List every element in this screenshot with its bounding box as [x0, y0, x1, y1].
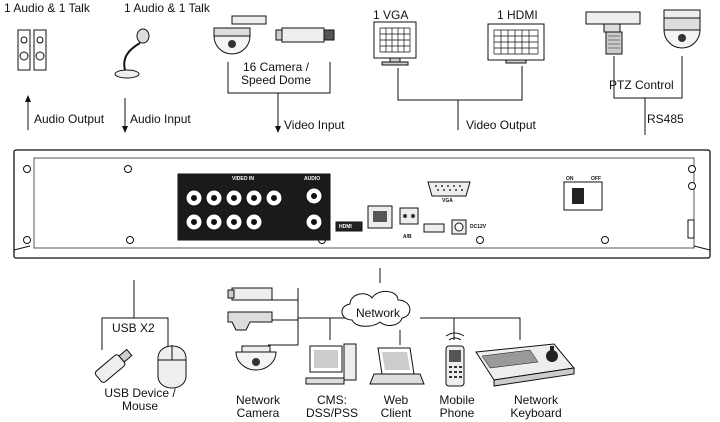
audio-input-label: Audio Input — [130, 112, 191, 126]
ptz-dome-icon — [663, 9, 701, 49]
network-keyboard-label-line1: Network — [513, 393, 559, 407]
audio-rca-pin — [311, 219, 317, 225]
rs485-label: RS485 — [647, 112, 684, 126]
bnc-pin — [211, 219, 217, 225]
vga-label: 1 VGA — [373, 8, 409, 22]
audio-talk-left-label: 1 Audio & 1 Talk — [4, 1, 90, 15]
panel-dc-label: DC12V — [470, 224, 487, 230]
network-camera-label-line1: Network — [235, 393, 281, 407]
speed-dome-camera-icon — [213, 15, 267, 55]
cms-label-line2: DSS/PSS — [305, 406, 359, 420]
bnc-pin — [251, 219, 257, 225]
usb-device-label-line1: USB Device / — [104, 386, 176, 400]
audio-talk-right-label: 1 Audio & 1 Talk — [124, 1, 210, 15]
bnc-pin — [231, 219, 237, 225]
speakers-icon — [17, 29, 47, 71]
mobile-phone-icon — [445, 332, 465, 387]
mouse-icon — [157, 345, 187, 389]
usb-label: USB X2 — [112, 321, 155, 335]
network-keyboard-icon — [475, 343, 575, 387]
panel-audio-label: AUDIO — [304, 176, 321, 182]
microphone-icon — [114, 28, 150, 79]
cms-computer-icon — [305, 343, 357, 385]
bnc-pin — [191, 195, 197, 201]
panel-video-in-label: VIDEO IN — [232, 176, 254, 182]
network-camera-icon — [227, 287, 277, 371]
bnc-pin — [191, 219, 197, 225]
bnc-connectors — [185, 187, 323, 231]
box-camera-icon — [275, 27, 335, 43]
laptop-icon — [369, 347, 425, 385]
dvr-rear-panel — [13, 149, 711, 259]
ptz-camera-icon — [585, 11, 641, 55]
hdmi-monitor-icon — [487, 23, 545, 64]
bnc-pin — [211, 195, 217, 201]
ptz-control-label: PTZ Control — [609, 78, 674, 92]
cms-label-line1: CMS: — [317, 393, 347, 407]
panel-vga-label: VGA — [442, 198, 453, 204]
network-keyboard-label-line2: Keyboard — [510, 406, 562, 420]
audio-output-label: Audio Output — [34, 112, 105, 126]
network-cloud-icon — [341, 291, 411, 327]
panel-off-label: OFF — [591, 176, 601, 182]
video-output-label: Video Output — [466, 118, 536, 132]
usb-stick-icon — [94, 348, 133, 383]
web-client-label-line2: Client — [380, 406, 412, 420]
panel-alarm-label: A/B — [403, 234, 412, 240]
web-client-label-line1: Web — [383, 393, 409, 407]
mobile-phone-label-line1: Mobile — [439, 393, 475, 407]
audio-rca-pin — [311, 193, 317, 199]
hdmi-label: 1 HDMI — [497, 8, 538, 22]
panel-on-label: ON — [566, 176, 574, 182]
panel-hdmi-label: HDMI — [339, 224, 352, 230]
bnc-pin — [231, 195, 237, 201]
bnc-pin — [251, 195, 257, 201]
mobile-phone-label-line2: Phone — [439, 406, 475, 420]
camera-label-line2: Speed Dome — [240, 73, 312, 87]
vga-monitor-icon — [373, 21, 417, 66]
network-camera-label-line2: Camera — [236, 406, 280, 420]
usb-device-label-line2: Mouse — [121, 399, 159, 413]
camera-label-line1: 16 Camera / — [242, 60, 310, 74]
bnc-pin — [271, 195, 277, 201]
network-label: Network — [356, 306, 401, 320]
video-input-label: Video Input — [284, 118, 345, 132]
